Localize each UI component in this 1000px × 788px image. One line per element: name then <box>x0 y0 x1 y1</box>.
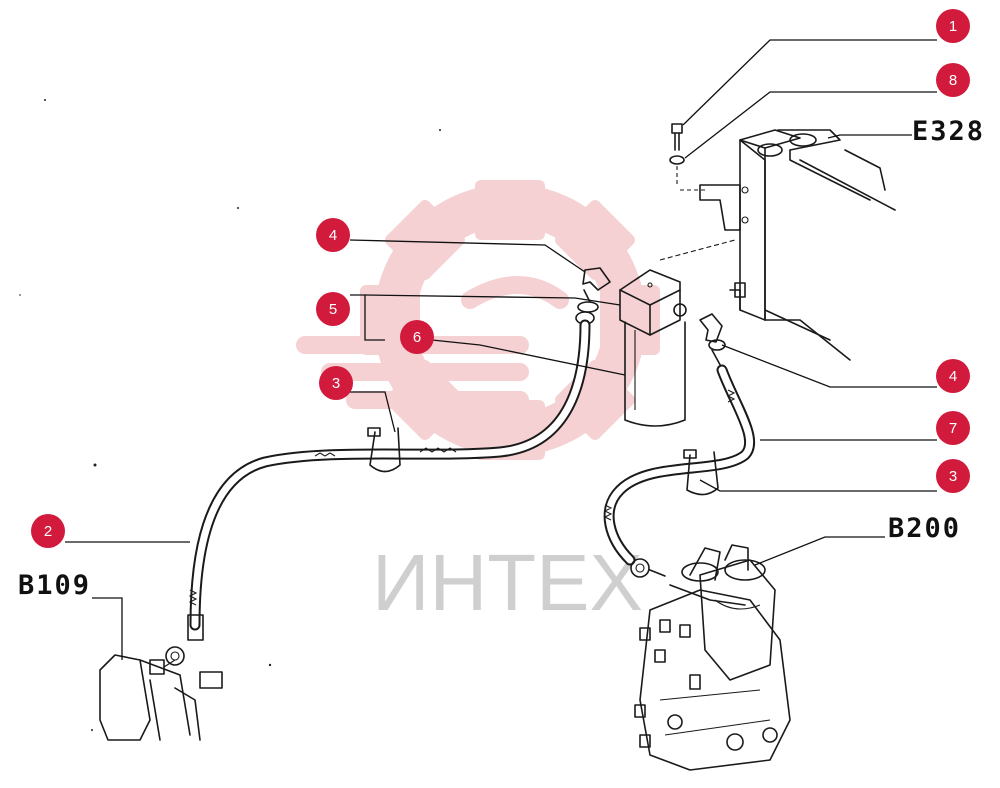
svg-text:6: 6 <box>413 329 421 346</box>
hose-clamp-right <box>683 449 719 496</box>
svg-text:5: 5 <box>329 301 337 318</box>
injection-pump <box>634 544 791 771</box>
fuel-filter-assembly <box>619 269 687 427</box>
scan-specks <box>19 99 441 731</box>
callout-8: 8 <box>936 63 970 97</box>
bolt-icon <box>671 123 683 151</box>
callout-6: 6 <box>400 320 434 354</box>
washer-icon <box>669 155 685 165</box>
svg-text:3: 3 <box>332 375 340 392</box>
fuel-hose-left <box>188 319 591 631</box>
pump-b109-part <box>99 654 223 741</box>
mounting-bracket-assembly <box>659 129 896 361</box>
leader-lines <box>65 39 937 660</box>
callout-4-right: 4 <box>936 359 970 393</box>
callout-5: 5 <box>316 292 350 326</box>
callout-3-left: 3 <box>319 366 353 400</box>
svg-text:7: 7 <box>949 420 957 437</box>
ref-label-b200: B200 <box>888 513 961 544</box>
hose-end-fitting-left <box>165 614 204 666</box>
callout-1: 1 <box>936 9 970 43</box>
ref-label-b109: B109 <box>18 570 91 601</box>
fuel-hose-right <box>603 364 756 566</box>
callout-2: 2 <box>31 514 65 548</box>
svg-text:2: 2 <box>44 523 52 540</box>
elbow-fitting-left <box>575 267 611 325</box>
callout-7: 7 <box>936 411 970 445</box>
hose-clamp-left <box>367 427 401 473</box>
ref-label-e328: E328 <box>912 116 985 147</box>
hose-end-fitting-right <box>630 558 666 578</box>
svg-text:1: 1 <box>949 18 957 35</box>
watermark-text: ИНТЕХ <box>372 538 643 627</box>
svg-text:4: 4 <box>329 227 337 244</box>
elbow-fitting-right <box>699 313 726 373</box>
svg-text:4: 4 <box>949 368 957 385</box>
svg-text:3: 3 <box>949 468 957 485</box>
callout-3-right: 3 <box>936 459 970 493</box>
svg-text:8: 8 <box>949 72 957 89</box>
callout-4-top: 4 <box>316 218 350 252</box>
watermark-gear-icon <box>296 180 660 460</box>
